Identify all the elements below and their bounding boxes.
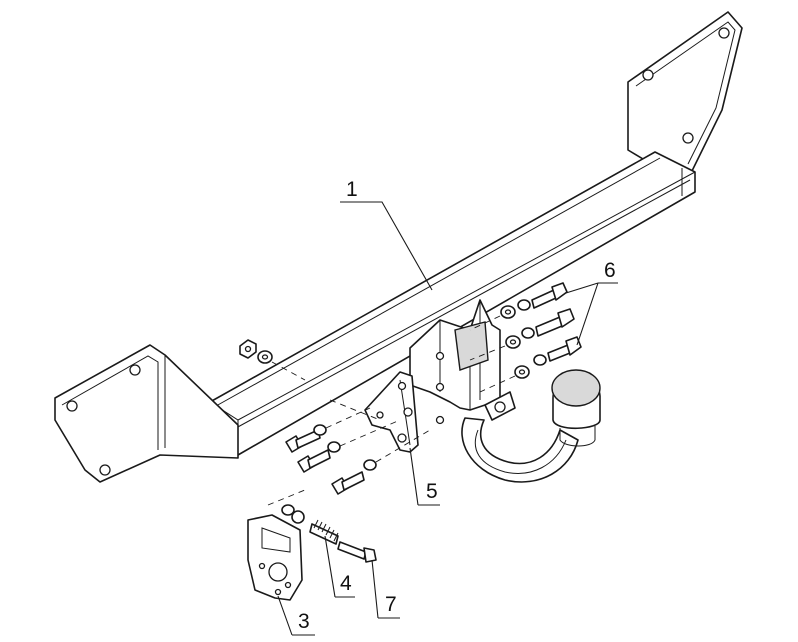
- bolt-left-bottom: [331, 459, 377, 495]
- left-mounting-plate: [54, 344, 239, 483]
- bracket-bolts-left: [285, 424, 377, 495]
- tow-ball: [551, 369, 601, 447]
- leader-lines: [277, 201, 618, 636]
- callout-6: 6: [604, 259, 616, 282]
- bolt-6-top: [500, 282, 568, 319]
- bolt-6-middle: [505, 308, 575, 349]
- callout-5: 5: [426, 480, 438, 503]
- callout-3: 3: [298, 610, 310, 633]
- spring-4: [309, 519, 339, 545]
- socket-plate-3: [247, 504, 305, 601]
- beam-nut-and-washer: [239, 339, 273, 364]
- main-cross-beam: [209, 151, 696, 456]
- bolt-left-top: [285, 424, 327, 453]
- bolt-set-6: [500, 282, 582, 379]
- long-bolt-7: [337, 541, 377, 563]
- callout-1: 1: [346, 178, 358, 201]
- bolt-6-bottom: [514, 336, 582, 379]
- callout-4: 4: [340, 572, 352, 595]
- socket-bracket-5: [364, 371, 419, 453]
- tow-ball-neck: [461, 391, 579, 483]
- right-mounting-plate: [627, 11, 743, 176]
- callout-7: 7: [385, 593, 397, 616]
- bolt-left-middle: [297, 441, 341, 473]
